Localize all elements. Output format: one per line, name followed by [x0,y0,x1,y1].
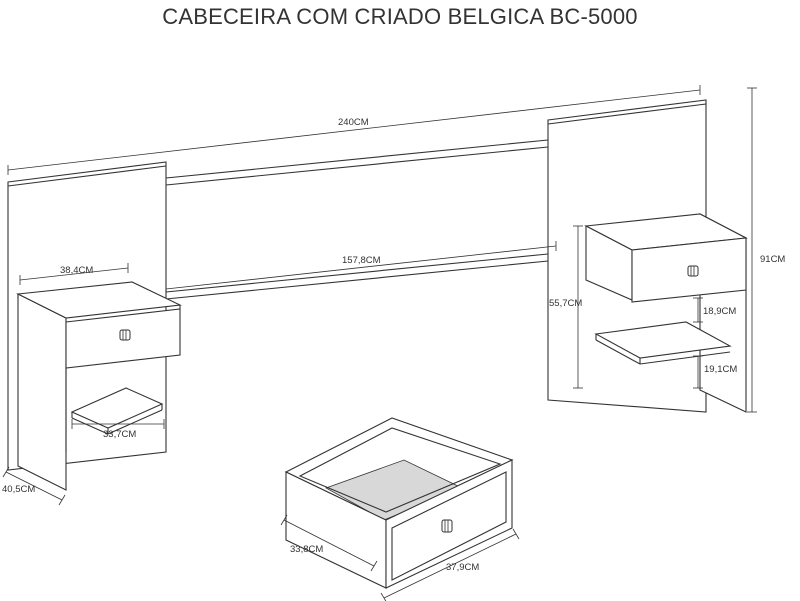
left-nightstand [16,281,182,491]
dim-line-middle-panel [165,241,557,294]
dim-drawer-width: 37,9CM [446,562,479,573]
dim-shelf-gap: 19,1CM [704,364,737,375]
dim-line-drawer-depth [280,514,378,572]
dim-shelf-width: 33,7CM [103,429,136,440]
dim-middle-panel: 157,8CM [342,255,381,266]
right-nightstand [584,213,748,413]
dim-depth: 40,5CM [2,484,35,495]
middle-rail-bottom [165,253,549,300]
right-drawer-knob [687,265,699,277]
dim-nightstand-width: 38,4CM [60,265,93,276]
dim-line-depth [2,466,66,506]
dim-line-height [747,87,757,413]
dim-line-nightstand-height [573,225,583,389]
dim-line-shelf-gap [693,355,703,389]
dim-total-width: 240CM [338,117,369,128]
dim-line-drawer-width [380,528,520,601]
dim-height: 91CM [760,254,785,265]
diagram-title: CABECEIRA COM CRIADO BELGICA BC-5000 [162,4,638,29]
loose-drawer-knob [441,519,453,533]
dim-line-nightstand-width [19,263,129,285]
dim-nightstand-height: 55,7CM [549,298,582,309]
middle-rail-top [165,139,549,186]
left-drawer-knob [119,329,131,341]
dim-drawer-depth: 33,8CM [290,544,323,555]
dim-drawer-gap: 18,9CM [703,306,736,317]
dim-line-shelf-width [71,419,165,429]
dim-line-drawer-gap [693,297,703,323]
dim-line-total-width [7,85,701,175]
